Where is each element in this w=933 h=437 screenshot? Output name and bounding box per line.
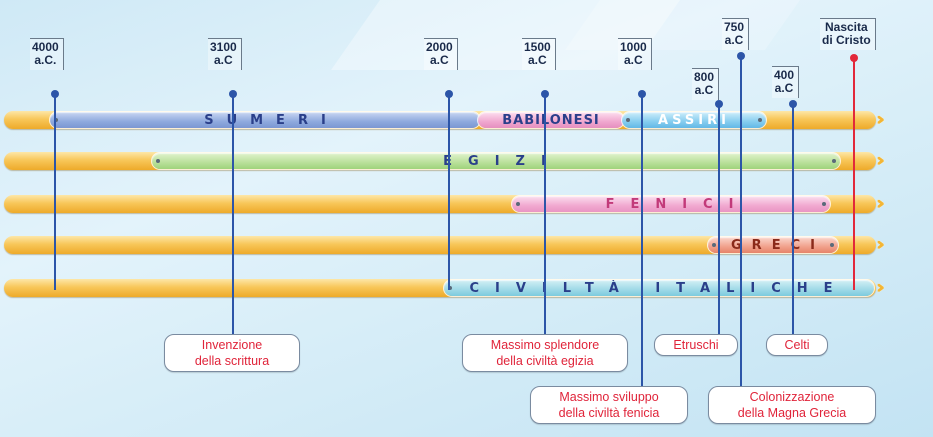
arrow-chevrons-icon: ››››› (876, 109, 885, 130)
date-line-2000 (448, 94, 450, 290)
segment-sumeri: SUMERI (50, 112, 480, 128)
segment-civilta-italiche: CIVILTÀ ITALICHE (444, 280, 874, 296)
date-line-1000 (641, 94, 643, 388)
date-line-nascita-cristo (853, 58, 855, 290)
segment-label: EGIZI (443, 153, 562, 169)
segment-egizi: EGIZI (152, 153, 840, 169)
arrow-chevrons-icon: ››››› (876, 234, 885, 255)
date-marker-2000 (445, 90, 453, 98)
segment-fenici: FENICI (512, 196, 830, 212)
segment-label: BABILONESI (502, 112, 600, 128)
date-line-3100 (232, 94, 234, 337)
arrow-chevrons-icon: ››››› (876, 150, 885, 171)
date-line-800 (718, 104, 720, 336)
date-marker-400 (789, 100, 797, 108)
date-marker-750 (737, 52, 745, 60)
date-marker-4000 (51, 90, 59, 98)
segment-label: SUMERI (204, 112, 339, 128)
date-marker-800 (715, 100, 723, 108)
date-marker-nascita-cristo (850, 54, 858, 62)
segment-label: GRECI (731, 237, 825, 253)
date-line-750 (740, 56, 742, 386)
arrow-chevrons-icon: ››››› (876, 193, 885, 214)
background-ray (564, 0, 800, 50)
date-line-1500 (544, 94, 546, 337)
event-etruschi: Etruschi (654, 334, 738, 356)
event-celti: Celti (766, 334, 828, 356)
segment-assiri: ASSIRI (622, 112, 766, 128)
date-marker-1500 (541, 90, 549, 98)
band-row-4 (4, 236, 876, 254)
segment-greci: GRECI (708, 237, 838, 253)
segment-babilonesi: BABILONESI (478, 112, 624, 128)
date-line-4000 (54, 94, 56, 290)
segment-label: ASSIRI (658, 112, 730, 128)
arrow-chevrons-icon: ››››› (876, 277, 885, 298)
date-marker-1000 (638, 90, 646, 98)
date-line-400 (792, 104, 794, 336)
date-marker-3100 (229, 90, 237, 98)
segment-label: FENICI (605, 196, 750, 212)
